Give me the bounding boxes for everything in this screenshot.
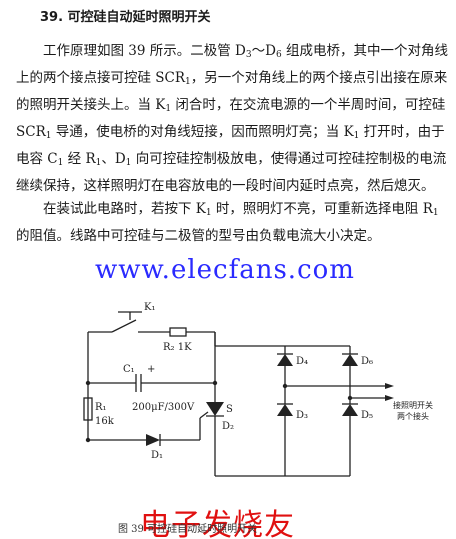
scr-gate bbox=[199, 411, 209, 419]
label-output-1: 接照明开关 bbox=[393, 400, 433, 410]
junction-dot bbox=[85, 380, 91, 386]
text-run: ～D bbox=[251, 43, 276, 59]
subscript: 1 bbox=[95, 158, 102, 168]
text-run: 时，照明灯不亮，可重新选择电阻 R bbox=[211, 201, 433, 217]
text-run: 打开时，由于电容 C bbox=[16, 124, 445, 167]
scr-triangle bbox=[206, 402, 224, 416]
resistor-r1 bbox=[83, 397, 93, 421]
junction-dot bbox=[282, 383, 288, 389]
section-title: 39. 可控硅自动延时照明开关 bbox=[40, 10, 211, 25]
label-d1: D₁ bbox=[151, 450, 163, 461]
diode-d1-triangle bbox=[146, 434, 160, 446]
label-c1-plus: + bbox=[147, 364, 155, 375]
label-scr: S bbox=[226, 404, 233, 415]
subscript: 1 bbox=[45, 131, 52, 141]
label-d4: D₄ bbox=[296, 356, 308, 367]
label-r1-value: 16k bbox=[95, 416, 115, 427]
site-watermark: 电子发烧友 bbox=[140, 508, 295, 539]
junction-dot bbox=[85, 437, 91, 443]
figure-caption: 图 39 可控硅自动延时照明开关 bbox=[118, 524, 258, 535]
diode-d6-triangle bbox=[342, 354, 358, 366]
diode-d3-triangle bbox=[277, 404, 293, 416]
label-d3: D₃ bbox=[296, 410, 308, 421]
text-run: ，另一个对角线上的两个接点引出接在原来的照明开关接头上。当 K bbox=[16, 70, 448, 113]
subscript: 6 bbox=[275, 50, 282, 60]
paragraph-2: 在装试此电路时，若按下 K1 时，照明灯不亮，可重新选择电阻 R1 的阻值。线路… bbox=[16, 198, 450, 248]
subscript: 1 bbox=[432, 208, 439, 218]
text-run: 工作原理如图 39 所示。二极管 D bbox=[43, 43, 246, 59]
arrow-icon bbox=[385, 395, 394, 401]
junction-dot bbox=[212, 380, 218, 386]
subscript: 1 bbox=[125, 158, 132, 168]
label-output-2: 两个接头 bbox=[397, 411, 429, 421]
body-text: 工作原理如图 39 所示。二极管 D3～D6 组成电桥，其中一个对角线上的两个接… bbox=[16, 40, 450, 248]
subscript: 1 bbox=[353, 131, 360, 141]
subscript: 1 bbox=[185, 77, 191, 87]
subscript: 1 bbox=[165, 104, 172, 114]
circuit-diagram: K₁ R₂ 1K C₁ + 200μF/300V R₁ 16k D₁ S D₂ … bbox=[83, 302, 433, 477]
label-d6: D₆ bbox=[361, 356, 373, 367]
subscript: 3 bbox=[245, 50, 252, 60]
text-run: 在装试此电路时，若按下 K bbox=[43, 201, 206, 217]
text-run: 导通，使电桥的对角线短接，因而照明灯亮；当 K bbox=[51, 124, 354, 140]
subscript: 1 bbox=[205, 208, 212, 218]
label-d5: D₅ bbox=[361, 410, 373, 421]
diode-d4-triangle bbox=[277, 354, 293, 366]
label-c1: C₁ bbox=[123, 364, 135, 375]
text-run: 、D bbox=[101, 151, 126, 167]
arrow-icon bbox=[385, 383, 394, 389]
label-r1: R₁ bbox=[95, 402, 107, 413]
label-d2: D₂ bbox=[222, 421, 234, 432]
text-run: 闭合时，在交流电源的一个半周时间，可控硅 SCR bbox=[16, 97, 446, 140]
subscript: 1 bbox=[57, 158, 64, 168]
label-k1: K₁ bbox=[144, 302, 155, 313]
junction-dot bbox=[347, 395, 353, 401]
resistor-r2 bbox=[169, 327, 187, 337]
label-c1-value: 200μF/300V bbox=[132, 402, 195, 413]
switch-k1-blade bbox=[111, 319, 137, 333]
label-r2: R₂ 1K bbox=[163, 342, 192, 353]
diode-d5-triangle bbox=[342, 404, 358, 416]
text-run: 向可控硅控制极放电，使得通过可控硅控制极的电流继续保持，这样照明灯在电容放电的一… bbox=[16, 151, 447, 194]
url-watermark: www.elecfans.com bbox=[95, 255, 355, 285]
text-run: 经 R bbox=[63, 151, 96, 167]
text-run: 组成电桥，其中一个对角线上的两个接点接可控硅 SCR bbox=[16, 43, 448, 86]
paragraph-1: 工作原理如图 39 所示。二极管 D3～D6 组成电桥，其中一个对角线上的两个接… bbox=[16, 40, 450, 198]
text-run: 的阻值。线路中可控硅与二极管的型号由负载电流大小决定。 bbox=[16, 228, 381, 244]
